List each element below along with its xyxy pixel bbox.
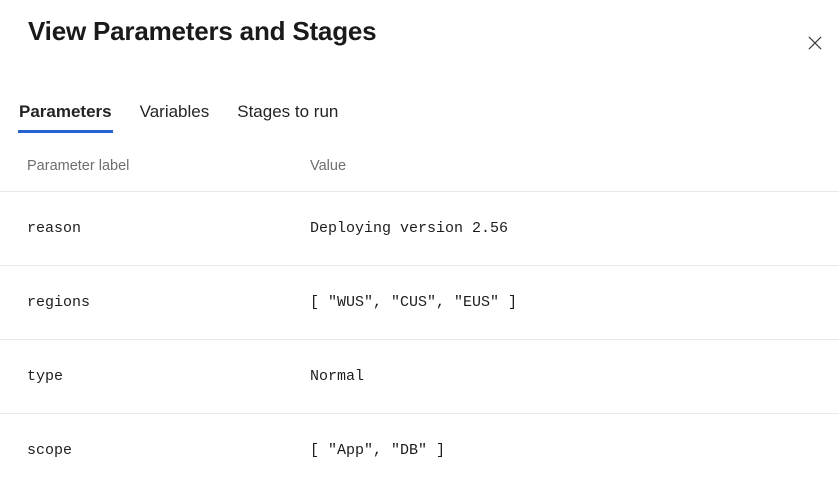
table-row: regions [ "WUS", "CUS", "EUS" ] — [0, 266, 839, 340]
close-icon — [808, 36, 822, 50]
column-header-value: Value — [310, 157, 347, 174]
parameter-label: regions — [27, 294, 91, 311]
parameters-table: Parameter label Value reason Deploying v… — [0, 140, 839, 487]
table-row: reason Deploying version 2.56 — [0, 192, 839, 266]
parameter-label: reason — [27, 220, 82, 237]
table-row: type Normal — [0, 340, 839, 414]
tab-bar: Parameters Variables Stages to run — [18, 102, 339, 133]
table-row: scope [ "App", "DB" ] — [0, 414, 839, 487]
parameter-value: Normal — [310, 368, 365, 385]
tab-parameters[interactable]: Parameters — [18, 102, 113, 133]
parameter-value: Deploying version 2.56 — [310, 220, 509, 237]
parameter-label: scope — [27, 442, 73, 459]
tab-stages-to-run[interactable]: Stages to run — [237, 102, 339, 121]
table-header-row: Parameter label Value — [0, 140, 839, 192]
close-button[interactable] — [800, 28, 830, 58]
parameter-value: [ "WUS", "CUS", "EUS" ] — [310, 294, 518, 311]
column-header-parameter-label: Parameter label — [27, 157, 130, 174]
parameter-label: type — [27, 368, 64, 385]
dialog-title: View Parameters and Stages — [28, 16, 377, 46]
parameter-value: [ "App", "DB" ] — [310, 442, 446, 459]
tab-variables[interactable]: Variables — [139, 102, 210, 121]
